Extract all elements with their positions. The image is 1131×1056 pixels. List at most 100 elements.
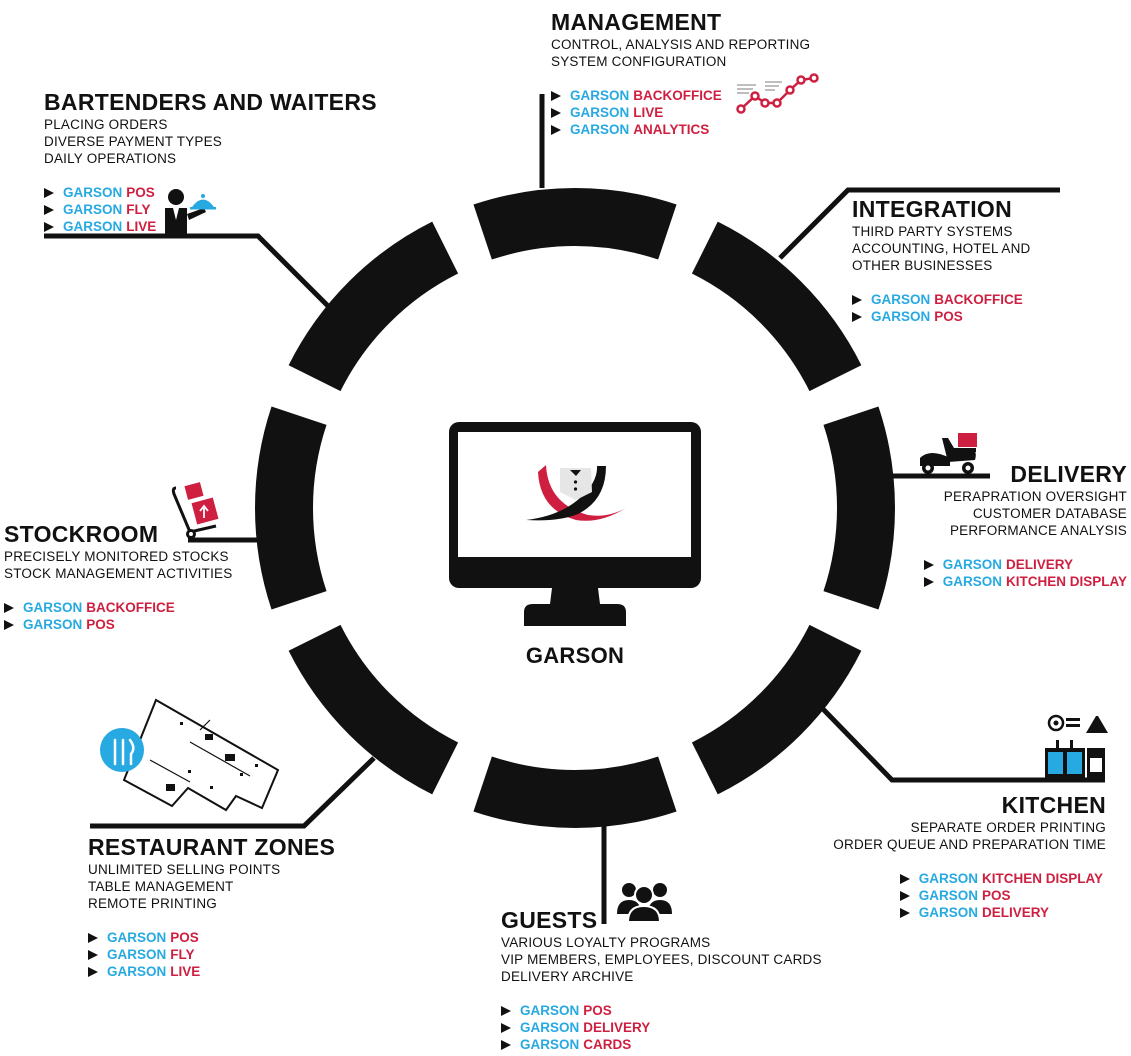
product-name: BACKOFFICE (86, 600, 175, 615)
product-brand: GARSON (63, 185, 123, 200)
bullet-triangle-icon (88, 933, 98, 943)
section-title: MANAGEMENT (551, 9, 722, 35)
connector-kitchen (820, 706, 1105, 783)
section-line: PRECISELY MONITORED STOCKS (4, 549, 229, 564)
section-title: BARTENDERS AND WAITERS (44, 89, 377, 115)
section-line: DIVERSE PAYMENT TYPES (44, 134, 222, 149)
bullet-triangle-icon (44, 205, 54, 215)
section-line: PERFORMANCE ANALYSIS (949, 523, 1127, 538)
product-brand: GARSON (107, 930, 167, 945)
bullet-triangle-icon (923, 560, 934, 570)
section-line: UNLIMITED SELLING POINTS (88, 862, 281, 877)
product-name: DELIVERY (1005, 557, 1073, 572)
bullet-triangle-icon (551, 108, 561, 118)
section-line: ORDER QUEUE AND PREPARATION TIME (833, 837, 1106, 852)
product-name: LIVE (126, 219, 157, 234)
bullet-triangle-icon (899, 874, 910, 884)
product-name: POS (126, 185, 155, 200)
section-line: DELIVERY ARCHIVE (501, 969, 634, 984)
bullet-triangle-icon (923, 577, 934, 587)
section-integration: INTEGRATION THIRD PARTY SYSTEMS ACCOUNTI… (852, 196, 1030, 325)
product-name: DELIVERY (583, 1020, 651, 1035)
product-brand: GARSON (63, 219, 123, 234)
product-brand: GARSON (107, 964, 167, 979)
section-line: REMOTE PRINTING (88, 896, 218, 911)
product-brand: GARSON (63, 202, 123, 217)
product-name: POS (86, 617, 115, 632)
product-brand: GARSON (570, 122, 630, 137)
garson-logo (526, 465, 626, 521)
analytics-chart-icon (736, 73, 819, 114)
ring-segment (254, 406, 327, 610)
section-line: CONTROL, ANALYSIS AND REPORTING (551, 37, 811, 52)
product-brand: GARSON (918, 888, 978, 903)
product-brand: GARSON (942, 574, 1002, 589)
connector-zones (90, 756, 376, 829)
product-name: DELIVERY (981, 905, 1049, 920)
section-title: DELIVERY (1010, 461, 1127, 487)
product-brand: GARSON (871, 309, 931, 324)
guests-group-icon (617, 883, 672, 923)
bullet-triangle-icon (88, 967, 98, 977)
center-title: GARSON (525, 643, 625, 668)
section-line: DAILY OPERATIONS (44, 151, 177, 166)
product-name: POS (170, 930, 199, 945)
section-line: PERAPRATION OVERSIGHT (943, 489, 1127, 504)
product-name: BACKOFFICE (934, 292, 1023, 307)
section-title: RESTAURANT ZONES (88, 834, 336, 860)
hand-truck-icon (171, 482, 219, 539)
product-name: LIVE (633, 105, 664, 120)
product-name: ANALYTICS (633, 122, 710, 137)
section-delivery: DELIVERY PERAPRATION OVERSIGHT CUSTOMER … (923, 461, 1127, 591)
product-brand: GARSON (23, 617, 83, 632)
bullet-triangle-icon (852, 312, 862, 322)
product-name: POS (934, 309, 963, 324)
section-line: THIRD PARTY SYSTEMS (852, 224, 1013, 239)
section-line: SYSTEM CONFIGURATION (551, 54, 727, 69)
monitor-icon (449, 422, 701, 626)
ring-segment (288, 624, 459, 795)
product-name: POS (583, 1003, 612, 1018)
section-line: STOCK MANAGEMENT ACTIVITIES (4, 566, 233, 581)
section-title: GUESTS (501, 907, 598, 933)
section-kitchen: KITCHEN SEPARATE ORDER PRINTING ORDER QU… (833, 792, 1106, 922)
delivery-scooter-icon (920, 433, 977, 474)
product-brand: GARSON (520, 1003, 580, 1018)
product-brand: GARSON (520, 1037, 580, 1052)
bullet-triangle-icon (88, 950, 98, 960)
bullet-triangle-icon (551, 125, 561, 135)
product-name: LIVE (170, 964, 201, 979)
section-line: CUSTOMER DATABASE (972, 506, 1127, 521)
product-brand: GARSON (570, 88, 630, 103)
product-brand: GARSON (942, 557, 1002, 572)
kitchen-appliances-icon (1045, 714, 1108, 778)
bullet-triangle-icon (501, 1023, 511, 1033)
bullet-triangle-icon (44, 222, 54, 232)
product-name: CARDS (583, 1037, 632, 1052)
bullet-triangle-icon (852, 295, 862, 305)
section-line: TABLE MANAGEMENT (88, 879, 234, 894)
product-name: KITCHEN DISPLAY (1005, 574, 1127, 589)
section-title: STOCKROOM (4, 521, 159, 547)
product-brand: GARSON (107, 947, 167, 962)
section-line: SEPARATE ORDER PRINTING (910, 820, 1106, 835)
section-stockroom: STOCKROOM PRECISELY MONITORED STOCKS STO… (4, 521, 232, 633)
waiter-icon (165, 189, 216, 235)
section-line: OTHER BUSINESSES (852, 258, 993, 273)
product-brand: GARSON (918, 871, 978, 886)
product-brand: GARSON (520, 1020, 580, 1035)
section-guests: GUESTS VARIOUS LOYALTY PROGRAMS VIP MEMB… (501, 907, 822, 1053)
